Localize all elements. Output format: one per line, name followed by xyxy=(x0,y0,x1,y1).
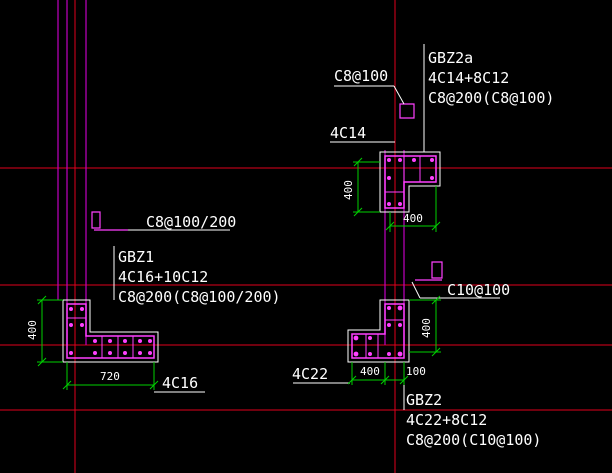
gbz1-column xyxy=(37,211,230,393)
gbz1-main-bars: 4C16+10C12 xyxy=(118,268,208,286)
gbz1-name: GBZ1 xyxy=(118,248,154,266)
gbz1-dim-v: 400 xyxy=(26,320,39,340)
gbz2a-name: GBZ2a xyxy=(428,49,473,67)
gbz2-bars-label: 4C22 xyxy=(292,365,328,383)
gbz2-column xyxy=(293,261,500,410)
gbz2-callout-leader2 xyxy=(411,281,421,299)
gbz2a-rebar-cage xyxy=(384,155,437,209)
gbz2a-bars-label: 4C14 xyxy=(330,124,366,142)
gbz1-callout: C8@100/200 xyxy=(146,213,236,231)
gbz1-rebar-cage xyxy=(66,303,155,359)
gbz1-bars-label: 4C16 xyxy=(162,374,198,392)
gbz2a-callout-leader2 xyxy=(393,85,405,105)
gbz2a-dimensions xyxy=(353,157,441,232)
gbz2-rebar-cage xyxy=(351,303,405,359)
gbz2a-bars xyxy=(387,158,434,206)
gbz1-ties xyxy=(67,317,134,358)
gbz1-stirrup: C8@200(C8@100/200) xyxy=(118,288,281,306)
gbz2a-callout: C8@100 xyxy=(334,67,388,85)
gbz2a-stirrup-symbol xyxy=(399,103,415,119)
gbz1-dim-h: 720 xyxy=(100,370,120,383)
gbz1-dimensions xyxy=(37,295,159,390)
gbz2-dim-h2: 100 xyxy=(406,365,426,378)
gbz2-callout: C10@100 xyxy=(447,281,510,299)
gbz2a-main-bars: 4C14+8C12 xyxy=(428,69,509,87)
gbz2-stirrup-symbol xyxy=(415,261,443,281)
gbz2-dim-v: 400 xyxy=(420,318,433,338)
gbz2-name: GBZ2 xyxy=(406,391,442,409)
gbz2a-dim-h: 400 xyxy=(403,212,423,225)
gbz2-main-bars: 4C22+8C12 xyxy=(406,411,487,429)
gbz1-bars xyxy=(69,307,152,355)
gbz2-dimensions xyxy=(347,295,441,385)
gbz2-ties xyxy=(365,319,404,358)
gbz2-dim-h: 400 xyxy=(360,365,380,378)
gbz2-bars xyxy=(353,305,403,357)
gbz2a-dim-v: 400 xyxy=(342,180,355,200)
gbz1-stirrup-symbol xyxy=(91,211,128,231)
gbz2a-ties xyxy=(385,156,421,193)
gbz2-stirrup: C8@200(C10@100) xyxy=(406,431,541,449)
text-labels: GBZ2a 4C14+8C12 C8@200(C8@100) C8@100 4C… xyxy=(26,49,554,449)
gbz2a-column xyxy=(330,44,441,232)
gbz2a-stirrup: C8@200(C8@100) xyxy=(428,89,554,107)
